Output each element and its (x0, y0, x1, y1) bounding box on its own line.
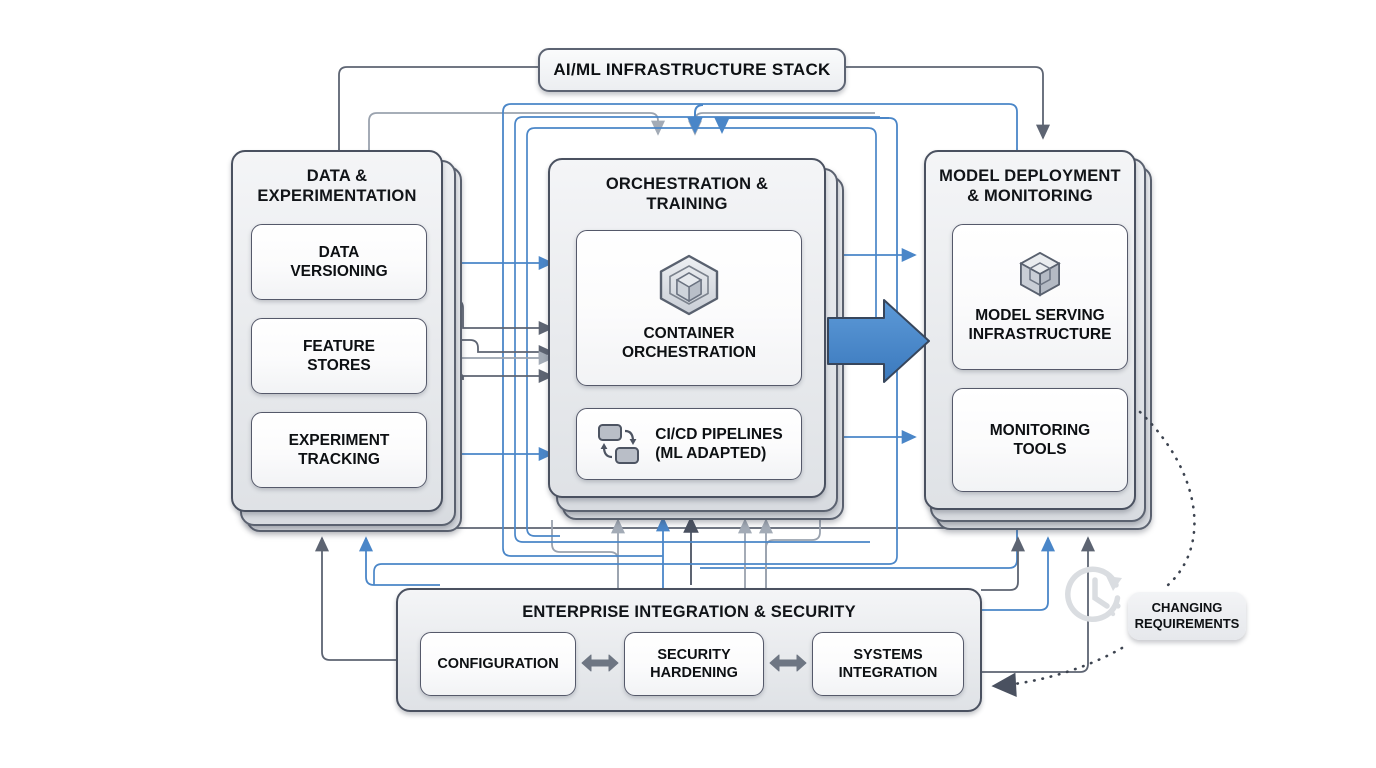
double-arrow-horizontal-icon-2 (769, 654, 807, 672)
hexagon-cube-icon (659, 254, 719, 316)
cube-icon (1019, 252, 1061, 297)
group-title-orchestration-training: ORCHESTRATION & TRAINING (605, 175, 769, 213)
card-label-monitoring-tools: MONITORING TOOLS (989, 422, 1091, 458)
card-container-orchestration[interactable]: CONTAINER ORCHESTRATION (576, 230, 802, 386)
changing-requirements-label: CHANGING REQUIREMENTS (1134, 600, 1240, 631)
page-title: AI/ML INFRASTRUCTURE STACK (553, 60, 831, 79)
card-label-configuration: CONFIGURATION (437, 656, 559, 672)
card-security-hardening[interactable]: SECURITY HARDENING (624, 632, 764, 696)
card-label-model-serving: MODEL SERVING INFRASTRUCTURE (968, 307, 1112, 343)
card-cicd-pipelines[interactable]: CI/CD PIPELINES (ML ADAPTED) (576, 408, 802, 480)
group-title-data-experimentation: DATA & EXPERIMENTATION (257, 167, 417, 205)
card-label-security-hardening: SECURITY HARDENING (650, 647, 738, 681)
group-orchestration-training[interactable]: ORCHESTRATION & TRAINING CONTAIN (548, 158, 826, 498)
card-label-experiment-tracking: EXPERIMENT TRACKING (288, 432, 390, 468)
diagram-title-pill[interactable]: AI/ML INFRASTRUCTURE STACK (538, 48, 846, 92)
group-title-model-deployment: MODEL DEPLOYMENT & MONITORING (939, 167, 1121, 205)
card-configuration[interactable]: CONFIGURATION (420, 632, 576, 696)
card-data-versioning[interactable]: DATA VERSIONING (251, 224, 427, 300)
changing-requirements-pill[interactable]: CHANGING REQUIREMENTS (1128, 592, 1246, 640)
card-model-serving-infrastructure[interactable]: MODEL SERVING INFRASTRUCTURE (952, 224, 1128, 370)
card-label-data-versioning: DATA VERSIONING (290, 244, 388, 280)
card-systems-integration[interactable]: SYSTEMS INTEGRATION (812, 632, 964, 696)
card-monitoring-tools[interactable]: MONITORING TOOLS (952, 388, 1128, 492)
double-arrow-horizontal-icon (581, 654, 619, 672)
card-feature-stores[interactable]: FEATURE STORES (251, 318, 427, 394)
card-label-feature-stores: FEATURE STORES (302, 338, 376, 374)
group-model-deployment-monitoring[interactable]: MODEL DEPLOYMENT & MONITORING MODEL SERV… (924, 150, 1136, 510)
card-label-systems-integration: SYSTEMS INTEGRATION (838, 647, 938, 681)
group-enterprise-integration-security[interactable]: ENTERPRISE INTEGRATION & SECURITY CONFIG… (396, 588, 982, 712)
card-label-container-orchestration: CONTAINER ORCHESTRATION (621, 325, 757, 361)
card-experiment-tracking[interactable]: EXPERIMENT TRACKING (251, 412, 427, 488)
group-title-enterprise: ENTERPRISE INTEGRATION & SECURITY (522, 603, 856, 621)
card-label-cicd-pipelines: CI/CD PIPELINES (ML ADAPTED) (655, 426, 783, 462)
cicd-cycle-icon (598, 424, 640, 464)
clock-rotate-icon (1065, 566, 1122, 622)
group-data-experimentation[interactable]: DATA & EXPERIMENTATION DATA VERSIONING F… (231, 150, 443, 512)
